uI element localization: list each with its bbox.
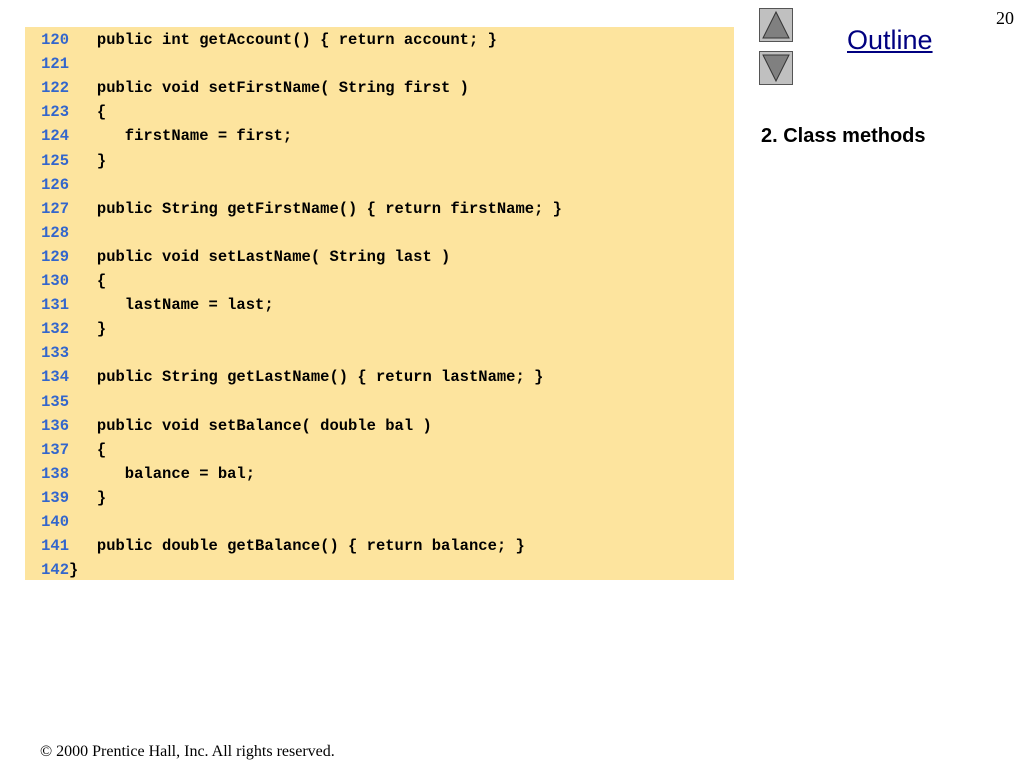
line-number: 133 [41,344,69,363]
code-line: 137 { [25,438,106,462]
code-line: 131 lastName = last; [25,293,274,317]
page-number: 20 [996,8,1014,28]
code-text: public void setBalance( double bal ) [69,416,432,435]
code-line: 140 [25,510,69,534]
line-number: 123 [41,103,69,122]
line-number: 140 [41,513,69,531]
next-slide-button[interactable] [759,51,793,85]
line-number: 127 [41,199,69,218]
copyright-notice: © 2000 Prentice Hall, Inc. All rights re… [40,743,335,760]
code-text: { [69,103,107,122]
code-text: balance = bal; [69,464,256,483]
code-line: 127 public String getFirstName() { retur… [25,197,562,221]
line-number: 134 [41,368,69,387]
code-text: public String getFirstName() { return fi… [69,199,562,218]
line-number: 120 [41,31,69,49]
triangle-down-icon [762,54,790,83]
code-text: } [69,561,79,580]
triangle-up-icon [762,10,790,39]
code-line: 141 public double getBalance() { return … [25,534,525,558]
code-line: 126 [25,173,69,197]
line-number: 129 [41,247,69,266]
line-number: 142 [41,561,69,580]
code-text: public double getBalance() { return bala… [69,537,525,556]
section-title: 2. Class methods [761,125,926,147]
code-line: 134 public String getLastName() { return… [25,365,543,389]
code-line: 120 public int getAccount() { return acc… [25,28,497,52]
code-line: 139 } [25,486,106,510]
code-line: 130 { [25,269,106,293]
code-text: firstName = first; [69,127,293,146]
code-text: public void setLastName( String last ) [69,247,451,266]
line-number: 121 [41,55,69,74]
line-number: 131 [41,296,69,315]
outline-link[interactable]: Outline [847,25,933,55]
line-number: 130 [41,272,69,290]
code-line: 142} [25,558,78,582]
code-text: lastName = last; [69,296,274,315]
code-text: { [69,272,107,290]
line-number: 135 [41,392,69,411]
previous-slide-button[interactable] [759,8,793,42]
code-line: 138 balance = bal; [25,462,255,486]
code-text: public void setFirstName( String first ) [69,79,469,98]
code-text: } [69,320,107,339]
code-line: 122 public void setFirstName( String fir… [25,76,469,100]
line-number: 137 [41,440,69,459]
line-number: 128 [41,223,69,242]
code-line: 133 [25,341,69,365]
code-line: 129 public void setLastName( String last… [25,245,450,269]
code-line: 121 [25,52,69,76]
line-number: 139 [41,488,69,507]
code-text: } [69,151,107,170]
line-number: 125 [41,151,69,170]
code-text: public String getLastName() { return las… [69,368,544,387]
code-line: 132 } [25,317,106,341]
line-number: 122 [41,79,69,98]
code-text: } [69,488,107,507]
code-line: 125 } [25,149,106,173]
line-number: 141 [41,537,69,556]
code-text: { [69,440,107,459]
line-number: 132 [41,320,69,339]
code-line: 124 firstName = first; [25,124,292,148]
code-line: 123 { [25,100,106,124]
line-number: 138 [41,464,69,483]
code-line: 135 [25,390,69,414]
code-line: 136 public void setBalance( double bal ) [25,414,432,438]
code-listing: 120 public int getAccount() { return acc… [25,27,734,580]
line-number: 136 [41,416,69,435]
line-number: 124 [41,127,69,146]
code-line: 128 [25,221,69,245]
code-text: public int getAccount() { return account… [69,31,497,49]
line-number: 126 [41,175,69,194]
